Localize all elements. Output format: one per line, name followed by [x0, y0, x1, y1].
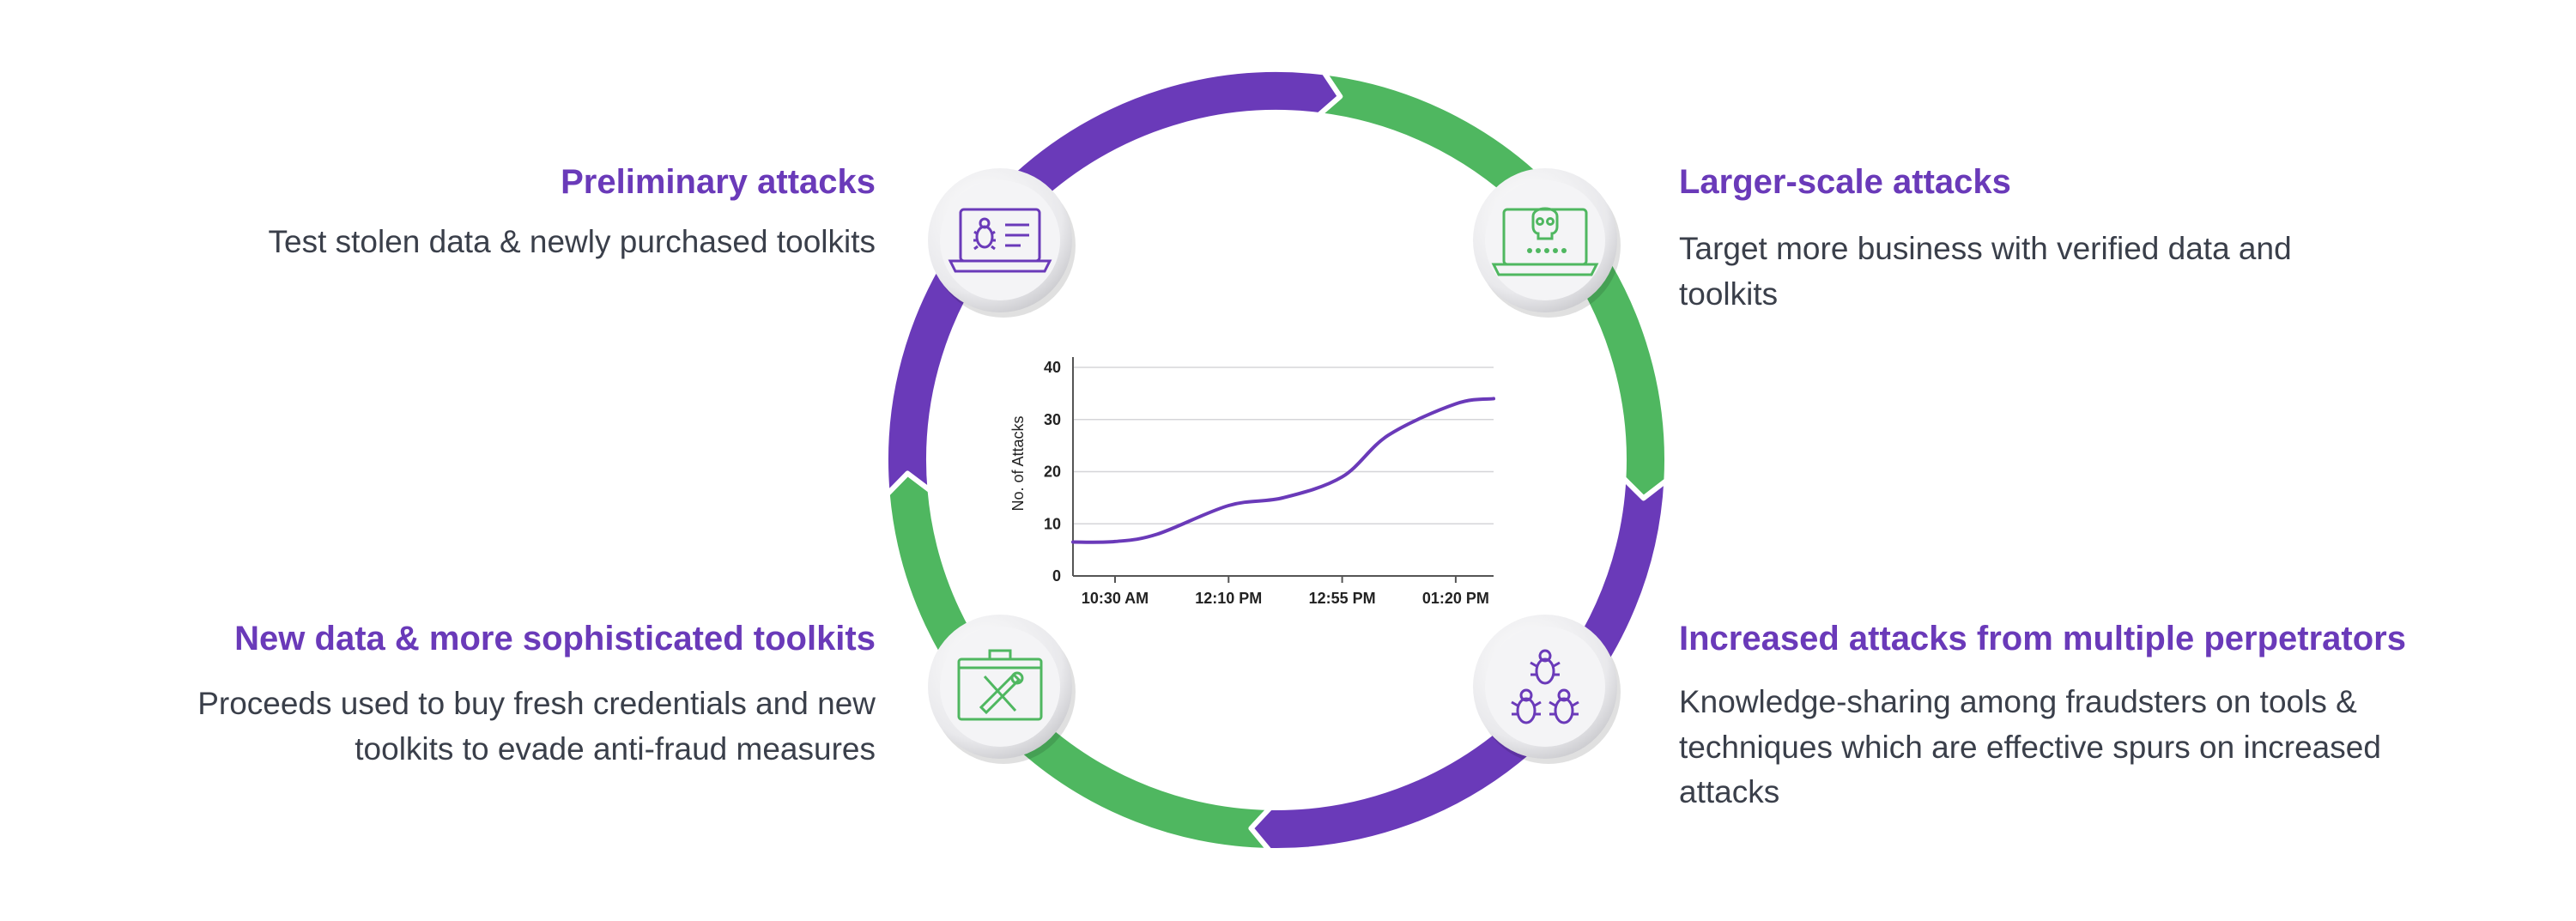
stage-title-multiple-perpetrators: Increased attacks from multiple perpetra…: [1679, 620, 2406, 657]
chart-x-ticks: 10:30 AM 12:10 PM 12:55 PM 01:20 PM: [1082, 576, 1489, 607]
chart-grid: [1072, 357, 1494, 577]
stage-title-new-data: New data & more sophisticated toolkits: [234, 620, 876, 657]
y-tick-label: 40: [1044, 359, 1061, 376]
stage-desc-larger-scale: Target more business with verified data …: [1679, 227, 2292, 317]
stage-desc-new-data: Proceeds used to buy fresh credentials a…: [197, 682, 876, 772]
stage-icon-larger-scale: [1470, 165, 1624, 319]
stage-desc-multiple-perpetrators: Knowledge-sharing among fraudsters on to…: [1679, 680, 2381, 815]
attacks-chart: 0 10 20 30 40 10:30 AM 12:10 PM 12:55 PM 01:20 …: [1009, 357, 1495, 607]
x-tick-label: 01:20 PM: [1422, 590, 1489, 607]
laptop-skull-icon: [1473, 168, 1621, 318]
chart-y-ticks: 0 10 20 30 40: [1044, 359, 1061, 585]
laptop-bug-icon: [928, 168, 1076, 318]
x-tick-label: 12:55 PM: [1309, 590, 1376, 607]
desc-line: techniques which are effective spurs on …: [1679, 729, 2381, 765]
stage-icon-preliminary: [924, 165, 1079, 319]
desc-line: Proceeds used to buy fresh credentials a…: [197, 686, 876, 721]
chart-series-line: [1071, 397, 1495, 544]
desc-line: toolkits: [1679, 276, 1779, 312]
stage-icon-new-data: [924, 611, 1079, 766]
desc-line: Test stolen data & newly purchased toolk…: [268, 224, 876, 259]
chart-y-axis-label: No. of Attacks: [1009, 415, 1027, 511]
stage-title-preliminary: Preliminary attacks: [561, 163, 876, 201]
x-tick-label: 12:10 PM: [1195, 590, 1262, 607]
desc-line: toolkits to evade anti-fraud measures: [355, 730, 876, 766]
x-tick-label: 10:30 AM: [1082, 590, 1149, 607]
stage-icon-multiple-perpetrators: [1470, 611, 1624, 766]
toolkit-icon: [928, 615, 1076, 764]
y-tick-label: 0: [1052, 567, 1061, 585]
y-tick-label: 10: [1044, 515, 1061, 532]
desc-line: attacks: [1679, 774, 1780, 810]
bugs-icon: [1473, 615, 1621, 764]
stage-desc-preliminary: Test stolen data & newly purchased toolk…: [269, 220, 876, 265]
desc-line: Knowledge-sharing among fraudsters on to…: [1679, 684, 2357, 719]
stage-title-larger-scale: Larger-scale attacks: [1679, 163, 2011, 201]
y-tick-label: 30: [1044, 411, 1061, 428]
y-tick-label: 20: [1044, 464, 1061, 481]
desc-line: Target more business with verified data …: [1679, 231, 2292, 266]
